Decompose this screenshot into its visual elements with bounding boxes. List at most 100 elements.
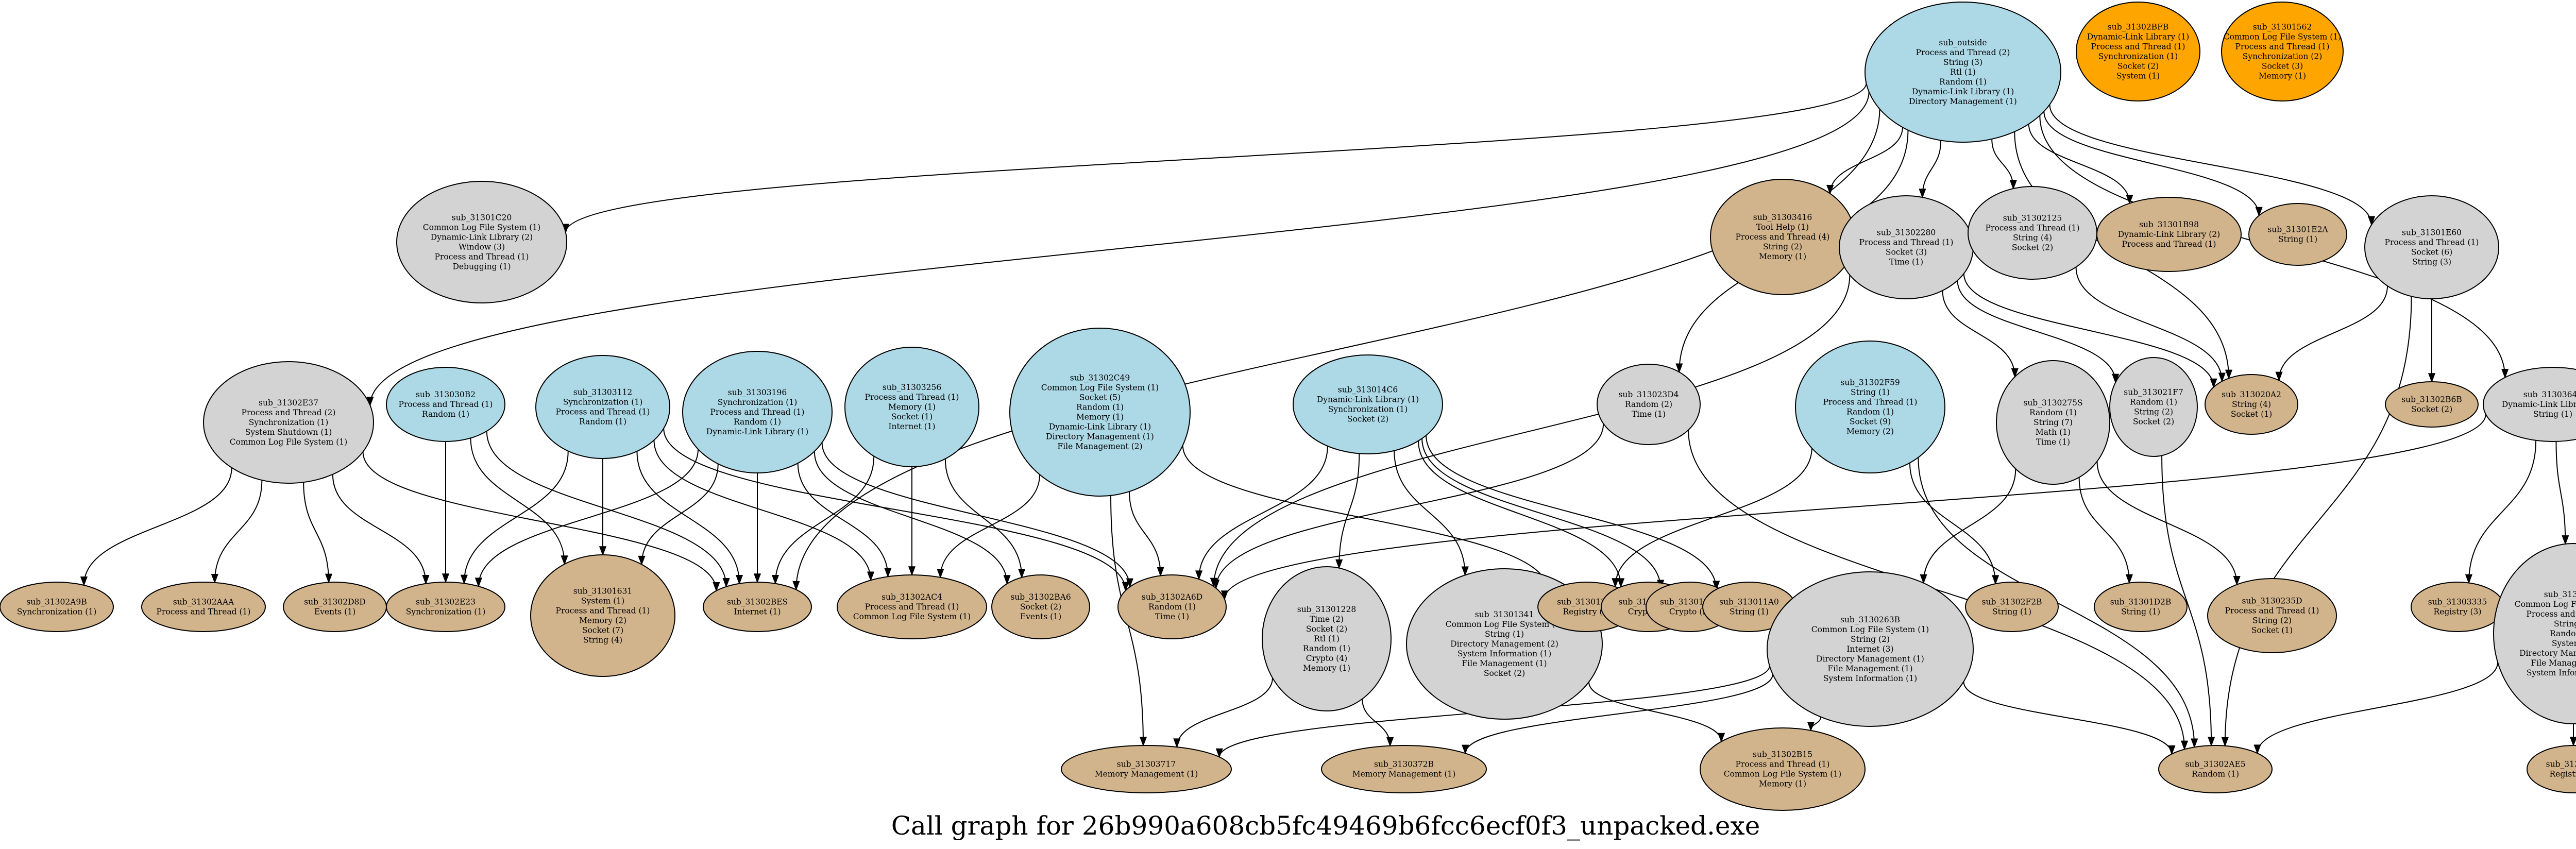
edge-line — [1957, 280, 2116, 383]
edge-line — [1421, 438, 1662, 589]
node-api-category: Process and Thread (1) — [865, 393, 959, 402]
node-api-category: Synchronization (1) — [249, 418, 329, 427]
node-ellipse — [2109, 357, 2198, 457]
node-api-category: Window (3) — [459, 243, 505, 252]
edge-line — [2555, 441, 2566, 544]
call-edge-3130275S-to-3130235D — [2096, 461, 2241, 586]
edge-line — [2049, 104, 2372, 225]
arrowhead — [2011, 368, 2019, 378]
arrowhead — [1221, 590, 1228, 601]
node-api-category: Rtl (1) — [1314, 634, 1340, 643]
node-api-category: Memory (1) — [1759, 779, 1806, 789]
call-edge-outside-to-31301E60 — [2049, 104, 2376, 226]
node-api-category: Socket (1) — [2231, 410, 2272, 419]
edge-line — [653, 440, 872, 581]
edge-line — [2161, 455, 2212, 746]
function-node-31303641[interactable]: sub_31303641Dynamic-Link Library (1)Stri… — [2483, 367, 2576, 442]
node-api-category: String (2) — [2134, 407, 2173, 417]
call-edge-31301341-to-31302B15 — [1588, 682, 1725, 743]
arrowhead — [908, 566, 916, 576]
edge-line — [1338, 453, 1360, 568]
edge-line — [1418, 440, 1622, 587]
node-api-category: Synchronization (1) — [17, 607, 97, 617]
arrowhead — [211, 574, 218, 584]
call-edge-31302280-to-313021F7 — [1957, 280, 2120, 384]
node-api-category: String (4) — [583, 636, 622, 645]
node-api-category: Process and Thread (1) — [1736, 760, 1830, 769]
node-function-name: sub_31301562 — [2253, 23, 2312, 32]
edge-line — [1909, 463, 1996, 584]
node-function-name: sub_outside — [1939, 38, 1987, 47]
arrowhead — [561, 555, 568, 566]
node-api-category: Random (2) — [1625, 400, 1672, 409]
call-edge-outside-to-31301B98 — [2028, 124, 2133, 205]
node-api-category: Process and Thread (1) — [1823, 398, 1918, 407]
call-edge-31303112-to-31302E23 — [460, 451, 569, 585]
edge-line — [774, 456, 875, 584]
node-api-category: Dynamic-Link Library (2) — [2118, 230, 2220, 239]
node-api-category: Socket (2) — [1484, 669, 1525, 678]
arrowhead — [1612, 578, 1619, 588]
node-api-category: Memory (2) — [579, 616, 626, 625]
function-node-31303C5[interactable]: sub_31303C5Registry (3) — [2527, 745, 2576, 793]
node-api-category: Events (1) — [314, 607, 355, 617]
node-api-category: Internet (1) — [734, 607, 781, 617]
arrowhead — [792, 581, 800, 591]
edge-line — [2075, 267, 2223, 382]
node-api-category: Common Log File System (1) — [1446, 620, 1563, 629]
arrowhead — [460, 574, 468, 585]
node-api-category: System (1) — [2116, 72, 2160, 81]
edge-line — [1922, 140, 1942, 197]
node-api-category: Common Log File System (1) — [853, 612, 971, 621]
arrowhead — [2180, 740, 2189, 751]
node-api-category: Registry (3) — [1563, 607, 1611, 617]
function-node-31303575[interactable]: sub_31303575Common Log File System (1)Pr… — [2493, 543, 2576, 724]
arrowhead — [1335, 559, 1343, 569]
call-edge-31303196-to-31302E23 — [474, 449, 699, 588]
edge-line — [2096, 461, 2238, 585]
